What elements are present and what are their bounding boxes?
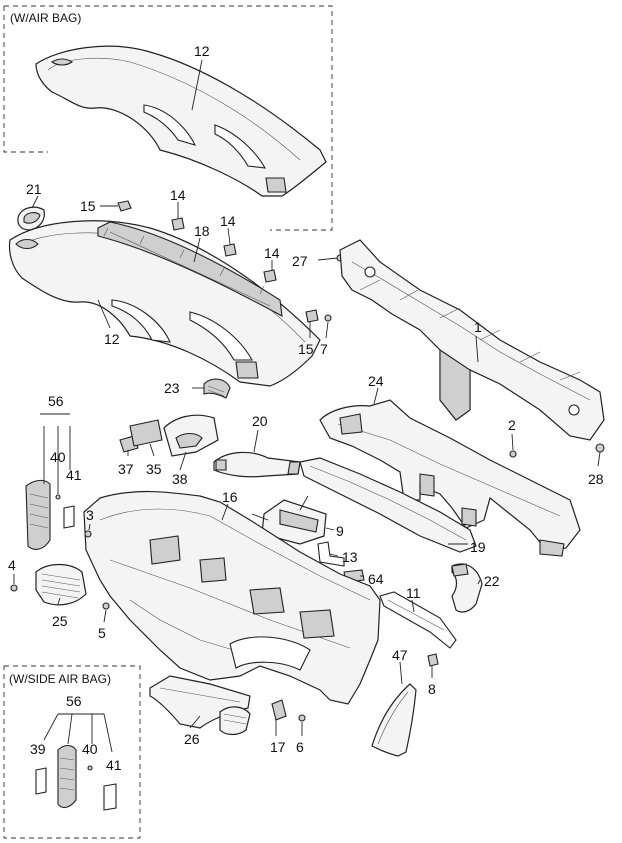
rear-duct-22: [451, 563, 483, 613]
crash-pad-upper-airbag: [35, 45, 327, 197]
bolt-27: [317, 254, 344, 262]
bracket-strip-11: [379, 591, 457, 649]
callout-19: 19: [470, 539, 486, 555]
pad-41-top: [63, 505, 75, 529]
callout-7: 7: [320, 341, 328, 357]
callout-23: 23: [164, 380, 180, 396]
callout-16: 16: [222, 489, 238, 505]
callout-3: 3: [86, 507, 94, 523]
screw-6: [298, 714, 306, 722]
callout-47: 47: [392, 647, 408, 663]
clip-14-c: [263, 269, 277, 283]
callout-35: 35: [146, 461, 162, 477]
callout-6: 6: [296, 739, 304, 755]
callout-27: 27: [292, 253, 308, 269]
airbag-variant-box: (W/AIR BAG): [3, 5, 333, 231]
callout-37: 37: [118, 461, 134, 477]
screw-4: [10, 584, 18, 592]
screw-7: [324, 314, 332, 322]
callout-1: 1: [474, 319, 482, 335]
callout-14-a: 14: [170, 187, 186, 203]
defroster-nozzle-18: [97, 221, 283, 317]
side-trim-56-top: [25, 479, 51, 550]
callout-56-box: 56: [66, 693, 82, 709]
side-trim-47: [371, 683, 417, 757]
crash-pad-main-16: [83, 490, 381, 705]
callout-28: 28: [588, 471, 604, 487]
callout-41-box: 41: [106, 757, 122, 773]
callout-41-top: 41: [66, 467, 82, 483]
bolt-2: [509, 450, 517, 458]
callout-25: 25: [52, 613, 68, 629]
side-airbag-variant-box: (W/SIDE AIR BAG): [3, 665, 141, 839]
side-duct-20: [213, 451, 301, 478]
callout-64: 64: [368, 571, 384, 587]
callout-26: 26: [184, 731, 200, 747]
nut-28: [595, 443, 605, 453]
clip-15-mid: [305, 309, 319, 323]
panel-38: [163, 414, 219, 457]
callout-22: 22: [484, 573, 500, 589]
callout-21: 21: [26, 181, 42, 197]
screw-3: [84, 530, 92, 538]
callout-14-b: 14: [220, 213, 236, 229]
vent-grille-23: [203, 378, 231, 399]
callout-40-top: 40: [50, 449, 66, 465]
clip-14-a: [171, 217, 185, 231]
nut-8: [427, 653, 439, 667]
center-vent: [219, 706, 251, 736]
callout-20: 20: [252, 413, 268, 429]
callouts: 12 21 15 14 18 14 14 27 12 15 7 1 23 24 …: [8, 43, 604, 773]
lower-panel-26: [149, 675, 251, 729]
callout-14-c: 14: [264, 245, 280, 261]
screw-5: [102, 602, 110, 610]
callout-18: 18: [194, 223, 210, 239]
bracket-13: [317, 541, 345, 567]
callout-8: 8: [428, 681, 436, 697]
side-vent-25: [35, 563, 87, 606]
crash-pad-upper: [8, 220, 321, 387]
callout-12-mid: 12: [104, 331, 120, 347]
switch-17: [271, 699, 287, 721]
pin-40-top: [55, 494, 61, 500]
defroster-duct-19: [299, 457, 477, 553]
clip-15-top: [100, 200, 132, 212]
callout-12-top: 12: [194, 43, 210, 59]
callout-17: 17: [270, 739, 286, 755]
airbag-box-title: (W/AIR BAG): [10, 11, 81, 25]
callout-40-box: 40: [82, 741, 98, 757]
callout-5: 5: [98, 625, 106, 641]
clip-14-b: [223, 243, 237, 257]
callout-38: 38: [172, 471, 188, 487]
callout-15-top: 15: [80, 198, 96, 214]
callout-56-top: 56: [48, 393, 64, 409]
callout-15-mid: 15: [298, 341, 314, 357]
cowl-cross-bar-1: [339, 239, 605, 441]
callout-39: 39: [30, 741, 46, 757]
side-airbag-box-title: (W/SIDE AIR BAG): [9, 672, 111, 686]
panel-35: [129, 419, 163, 447]
callout-4: 4: [8, 557, 16, 573]
callout-2: 2: [508, 417, 516, 433]
callout-11: 11: [406, 585, 421, 601]
callout-9: 9: [336, 523, 344, 539]
callout-13: 13: [342, 549, 358, 565]
callout-24: 24: [368, 373, 384, 389]
part-21-cover: [17, 206, 45, 231]
leader-lines: [13, 59, 601, 753]
